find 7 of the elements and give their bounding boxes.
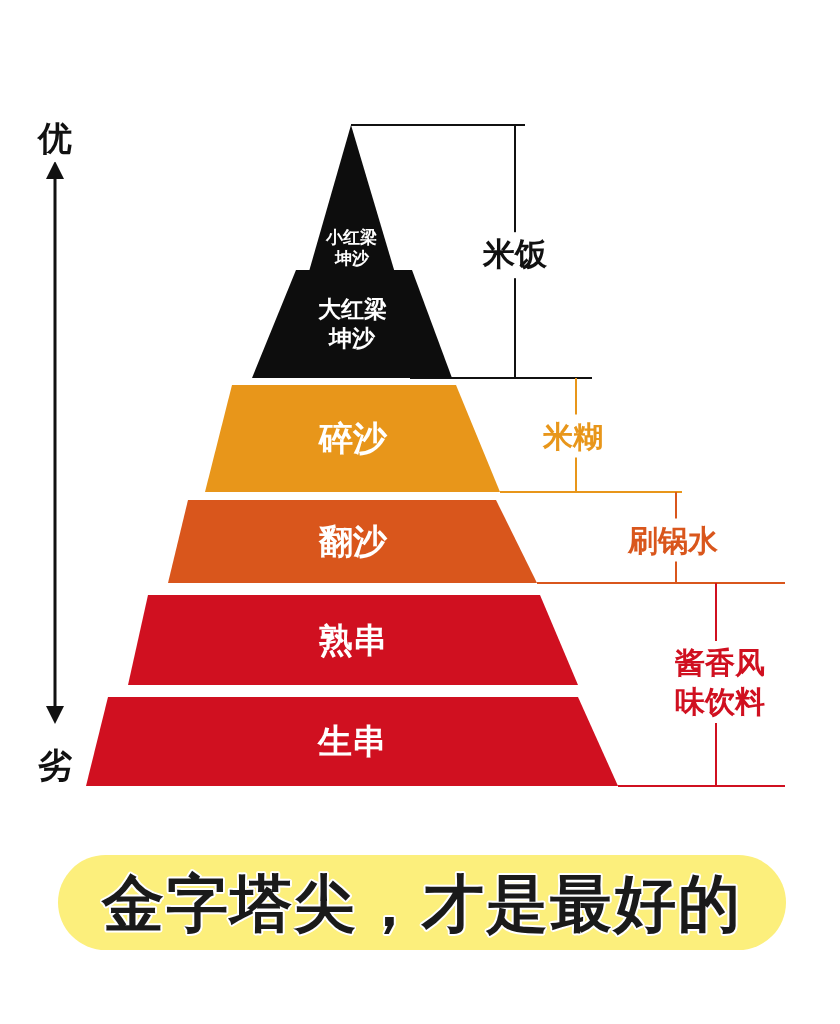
layer-label: 熟串: [319, 618, 387, 662]
layer-label: 大红梁坤沙: [316, 295, 388, 353]
layer-label: 小红梁坤沙: [325, 227, 379, 270]
layer-label: 生串: [318, 720, 386, 763]
caption-text: 金字塔尖，才是最好的: [102, 866, 742, 940]
layer-label: 碎沙: [318, 417, 387, 460]
layer-label: 翻沙: [318, 520, 387, 563]
